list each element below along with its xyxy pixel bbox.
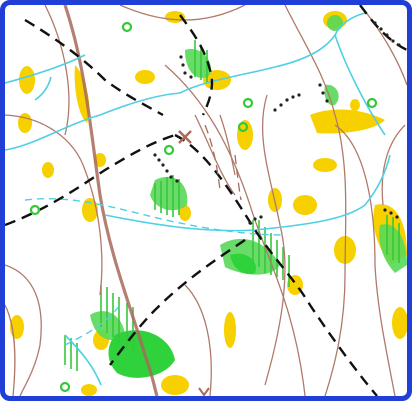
x-mark-icon bbox=[178, 130, 192, 144]
circle-icon bbox=[242, 97, 254, 109]
contour-lines-layer bbox=[5, 5, 407, 396]
control-circles-layer bbox=[29, 21, 378, 393]
paths-layer bbox=[5, 5, 407, 396]
dense-vegetation-layer bbox=[108, 253, 256, 378]
circle-icon bbox=[29, 204, 41, 216]
circle-icon bbox=[237, 121, 249, 133]
track-layer bbox=[63, 5, 159, 396]
stream-dashed-layer bbox=[24, 197, 286, 346]
vegetation-layer bbox=[90, 15, 407, 341]
small-path-layer bbox=[204, 124, 242, 201]
circle-icon bbox=[121, 21, 133, 33]
circle-icon bbox=[163, 144, 175, 156]
orienteering-map bbox=[5, 5, 407, 396]
v-mark-icon bbox=[198, 387, 210, 396]
cliff-dots-layer bbox=[153, 21, 401, 225]
streams-layer bbox=[5, 12, 391, 386]
green-stripe-layer bbox=[64, 40, 400, 371]
circle-icon bbox=[366, 97, 378, 109]
circle-icon bbox=[59, 381, 71, 393]
